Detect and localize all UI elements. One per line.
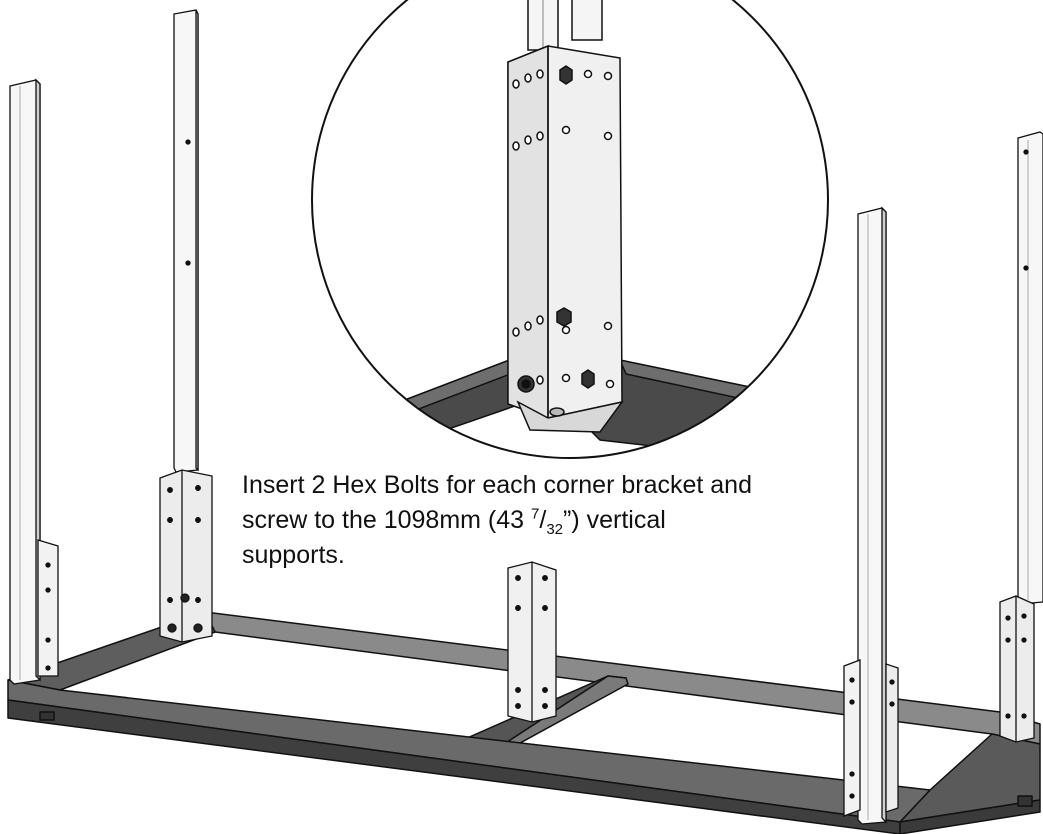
- instruction-line-2-end: ”) vertical: [563, 506, 666, 534]
- instruction-line-3: supports.: [242, 541, 345, 569]
- fraction-denominator: 32: [546, 521, 563, 538]
- vertical-posts: [9, 9, 1043, 825]
- instruction-line-2: screw to the 1098mm (43 7/32”) vertical: [242, 503, 842, 538]
- zoom-detail: [311, 0, 829, 459]
- post-right-front: [857, 206, 887, 825]
- bracket-right-back: [999, 595, 1035, 743]
- hex-bolt-icon: [581, 369, 595, 389]
- bracket-middle: [507, 561, 557, 723]
- post-left-back: [173, 9, 199, 473]
- zoom-holes-right: [561, 69, 615, 389]
- instruction-line-1: Insert 2 Hex Bolts for each corner brack…: [242, 471, 752, 499]
- instruction-text: Insert 2 Hex Bolts for each corner brack…: [242, 468, 842, 573]
- bracket-left-back: [159, 469, 213, 643]
- zoom-hex-bolts: [517, 65, 595, 393]
- fraction-numerator: 7: [531, 505, 540, 523]
- zoom-holes-left: [512, 69, 544, 385]
- post-left-front: [9, 78, 41, 685]
- instruction-line-2-start: screw to the 1098mm (43: [242, 506, 532, 534]
- bracket-right-front: [843, 659, 899, 817]
- zoom-post: [527, 0, 603, 51]
- front-rail: [7, 679, 931, 823]
- bracket-left-front: [37, 539, 59, 677]
- hex-bolt-icon: [556, 307, 572, 327]
- base-frame: [7, 611, 1041, 834]
- post-right-back: [1017, 131, 1043, 605]
- hex-bolt-icon: [559, 65, 573, 85]
- fraction-slash: /: [539, 506, 547, 534]
